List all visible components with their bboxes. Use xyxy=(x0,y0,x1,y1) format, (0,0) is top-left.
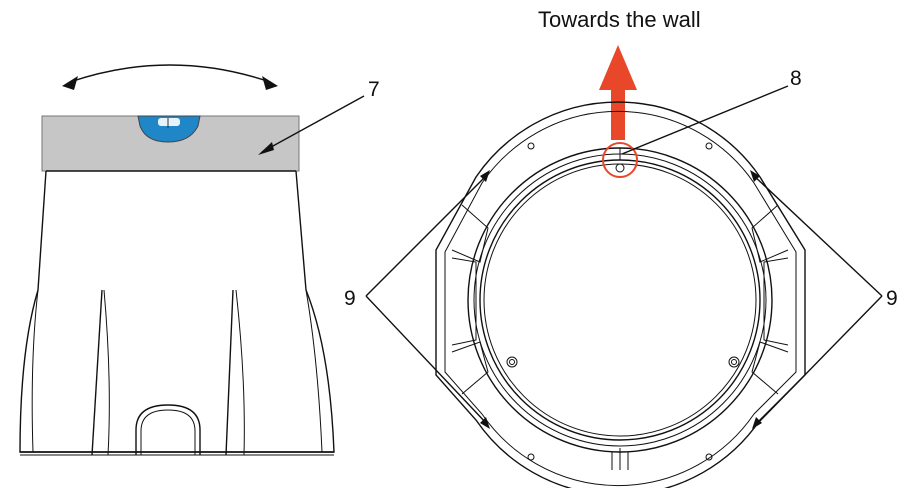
direction-arrow-icon xyxy=(599,45,637,140)
callout-8: 8 xyxy=(790,67,802,90)
direction-heading: Towards the wall xyxy=(538,7,701,32)
bubble-vial xyxy=(137,115,201,143)
alignment-mark-highlight xyxy=(602,142,638,178)
spirit-level xyxy=(41,115,300,172)
ring-inner-edge xyxy=(467,147,773,453)
bubble xyxy=(158,118,180,126)
leader-7 xyxy=(261,95,365,153)
clip-segments xyxy=(451,148,789,470)
callout-9-right: 9 xyxy=(886,287,898,310)
leaders-9-right xyxy=(750,170,883,429)
leader-8 xyxy=(621,85,789,155)
top-view: Towards the wall xyxy=(344,7,898,493)
callout-9-left: 9 xyxy=(344,287,356,310)
leaders-9-left xyxy=(365,170,490,429)
screw-holes xyxy=(506,142,740,461)
tilt-arrow-icon xyxy=(62,64,278,90)
callout-7: 7 xyxy=(368,78,380,101)
housing-body xyxy=(19,170,335,456)
side-view: 7 xyxy=(19,64,380,456)
center-opening xyxy=(479,159,761,441)
